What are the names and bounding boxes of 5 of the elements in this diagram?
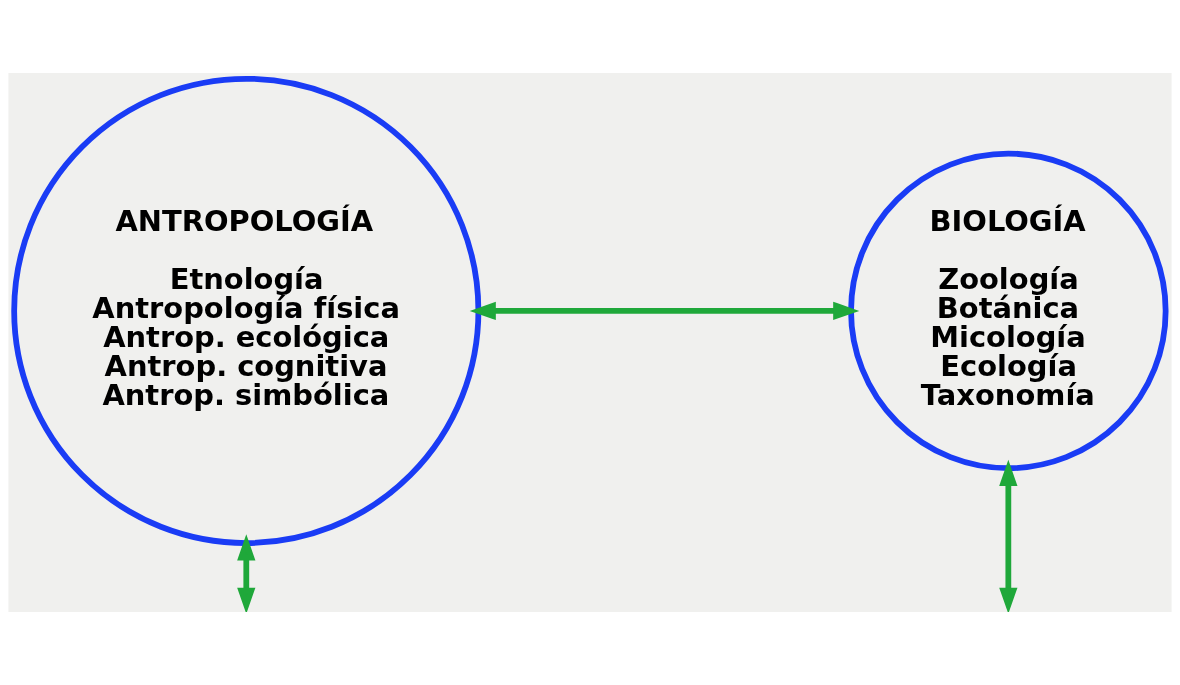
arrow: [469, 301, 860, 321]
arrow: [237, 534, 256, 612]
node-circle: ANTROPOLOGÍA Etnología Antropología física Antrop. ecológica Antrop. cognitiva Antrop. simbólica: [11, 75, 482, 546]
arrow: [999, 459, 1018, 612]
node-circle: BIOLOGÍA Zoología Botánica Micología Ecología Taxonomía: [848, 150, 1169, 472]
